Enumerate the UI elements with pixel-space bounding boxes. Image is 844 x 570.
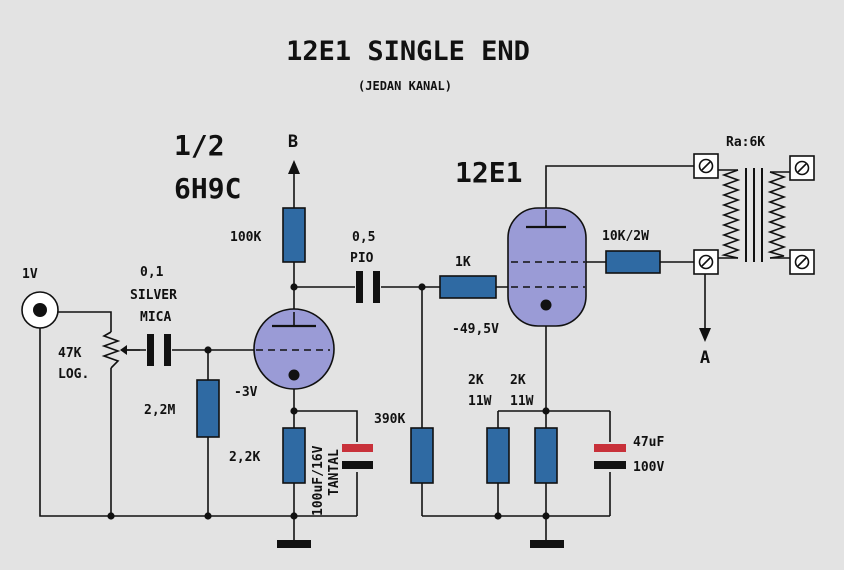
screen-resistor-label: 10K/2W: [602, 229, 649, 244]
volume-potentiometer: [101, 331, 140, 369]
cathode2-resistor-a-value: 2K: [468, 373, 484, 388]
grid2-resistor: [410, 427, 434, 484]
screen-resistor: [605, 250, 661, 274]
coupling-cap-type: PIO: [350, 251, 374, 266]
ground-symbol-2: [530, 540, 564, 548]
plate-resistor-label: 100K: [230, 230, 261, 245]
grid-resistor: [196, 379, 220, 438]
cathode1-resistor-label: 2,2K: [229, 450, 260, 465]
tube-12e1: [507, 207, 587, 327]
transformer-impedance: Ra:6K: [726, 135, 765, 150]
title: 12E1 SINGLE END: [286, 36, 530, 67]
input-jack: [21, 291, 59, 329]
input-cap-value: 0,1: [140, 265, 164, 280]
grid2-resistor-label: 390K: [374, 412, 405, 427]
tube-6h9c: [253, 308, 335, 390]
cathode2-resistor-a-watt: 11W: [468, 394, 492, 409]
supply-b-arrow: [288, 160, 300, 174]
cathode1-cap-type: TANTAL: [327, 449, 342, 496]
input-cap-type: SILVER: [130, 288, 177, 303]
output-a-arrow: [699, 328, 711, 342]
stage1-fraction: 1/2: [174, 129, 225, 162]
grid2-voltage: -49,5V: [452, 322, 499, 337]
cathode2-cap-voltage: 100V: [633, 460, 664, 475]
supply-b-label: B: [288, 132, 298, 152]
pot-taper: LOG.: [58, 367, 89, 382]
cathode2-resistor-b-value: 2K: [510, 373, 526, 388]
cathode1-voltage: -3V: [234, 385, 258, 400]
grid-stopper-resistor: [439, 275, 497, 299]
stage2-tube-label: 12E1: [455, 156, 522, 189]
subtitle: (JEDAN KANAL): [358, 79, 452, 93]
cathode1-resistor: [282, 427, 306, 484]
grid-stopper-label: 1K: [455, 255, 471, 270]
cathode2-cap-value: 47uF: [633, 435, 664, 450]
pot-value: 47K: [58, 346, 82, 361]
output-a-label: A: [700, 348, 710, 368]
plate-resistor: [282, 207, 306, 263]
grid-resistor-label: 2,2M: [144, 403, 175, 418]
cathode1-cap-value: 100uF/16V: [311, 445, 326, 516]
wires: [39, 165, 706, 540]
input-level: 1V: [22, 267, 38, 282]
output-transformer: [693, 153, 815, 275]
cathode2-resistor-a: [486, 427, 510, 484]
stage1-tube-label: 6H9C: [174, 172, 241, 205]
cathode2-resistor-b-watt: 11W: [510, 394, 534, 409]
coupling-capacitor: [356, 271, 380, 303]
ground-symbol: [277, 540, 311, 548]
coupling-cap-value: 0,5: [352, 230, 375, 245]
cathode2-resistor-b: [534, 427, 558, 484]
cathode2-capacitor: [594, 444, 626, 469]
input-cap-type-2: MICA: [140, 310, 171, 325]
input-capacitor: [147, 334, 171, 366]
cathode1-capacitor: [342, 444, 373, 469]
